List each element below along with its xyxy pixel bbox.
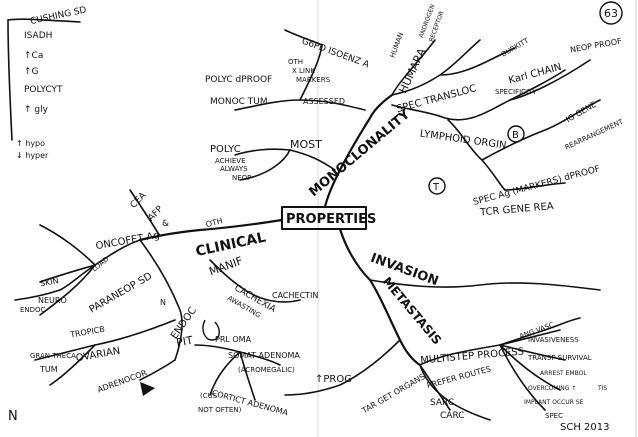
triangle-marker-icon [140,382,155,396]
monoc-tum-label: MONOC TUM [210,97,268,107]
skin-label: SKIN [39,276,59,288]
t-cell-circle [428,177,446,195]
polyc-note-2: ALWAYS [220,165,248,173]
assessed-label: ASSESSED [303,97,345,106]
human-label: HUMAN [389,31,406,59]
implantation-label: IMPLANT OCCUR SE [524,399,584,406]
oth-x-link-3: MARKERS [296,76,331,84]
arrest-embol-label: ARREST EMBOL [540,370,587,377]
signature: SCH 2013 [560,422,609,433]
endoc-small-label: ENDOC [20,306,46,314]
paraneop-sd-label: PARANEOP SD [88,271,155,316]
overcoming-label: OVERCOMING ↑ [528,385,576,392]
drop-marker-icon [202,319,220,341]
lymphoid-orgin-label: LYMPHOID ORGIN [419,129,507,152]
gran-theca-label: GRAN THECA [30,352,76,360]
most-label: MOST [290,138,322,151]
t-prog-label: ↑PROG [315,374,352,385]
page-number-circle [599,1,623,25]
acromegalic-label: (ACROMEGALIC) [238,366,295,374]
karl-chain-label: Karl CHAIN [507,62,562,87]
polyc-label: POLYC [210,144,241,155]
margin-item-1: ISADH [24,31,52,41]
cachectin-label: CACHECTIN [272,291,318,300]
oth-label: OTH [205,216,224,229]
margin-item-0: CUSHING SD [29,5,87,27]
tis-label: TIS [597,385,607,392]
polyc-dproof-label: POLYC dPROOF [205,75,272,85]
load-label: LOAD [91,255,111,273]
margin-item-6: ↑ hypo [16,139,45,148]
margin-item-3: ↑G [24,67,39,77]
invasiveness-label: INVASIVENESS [528,336,579,344]
oth-x-link-2: X LINK [292,67,315,75]
neuro-label: NEURO [38,296,67,305]
endoc-n-label: N [160,298,166,307]
prefer-label: PREFER ROUTES [426,364,492,390]
humara-label: HUMARA [396,46,428,95]
t-cell-label: T [432,182,440,193]
corner-mark: N [8,409,18,424]
tum-label: TUM [39,365,58,374]
organs-label: TAR GET ORGANS [360,372,427,416]
somat-adenoma-label: SOMAT ADENOMA [228,351,300,360]
margin-item-2: ↑Ca [24,51,43,61]
monoclonality-node: MONOCLONALITY [306,107,413,200]
b-cell-circle [507,125,525,143]
center-node: PROPERTIES [286,212,376,227]
burkitt-label: BURKITT [500,36,530,58]
sarc-label: SARC [430,398,454,408]
polyc-note-1: ACHIEVE [215,157,246,165]
specificity-label: SPECIFICITY [495,88,537,96]
carc-label: CARC [440,411,465,421]
margin-item-5: ↑ gly [24,105,49,115]
polyc-note-3: NEOP [232,174,251,182]
cushing-note-1: (CUS [200,392,218,400]
margin-item-4: POLYCYT [24,85,63,95]
g6pd-label: G6PD ISOENZ A [300,37,371,71]
neop-proof-label: NEOP PROOF [569,37,622,55]
prl-oma-label: PRL OMA [215,335,252,344]
cushing-note-2: NOT OFTEN) [198,406,242,414]
page-number: 63 [604,7,618,20]
branch-lines [7,18,601,421]
and-label: & [162,219,169,229]
clinical-node: CLINICAL [194,230,267,261]
b-cell-label: B [512,130,519,141]
invasion-node: INVASION [368,251,440,289]
adrenocor-label: ADRENOCOR [96,368,148,394]
oth-x-link-1: OTH [288,58,303,66]
transpsurvival-label: TRANSP SURVIVAL [527,354,592,362]
rearrangement-label: REARRANGEMENT [564,117,625,151]
tropicb-label: TROPICB [69,325,106,340]
pit-label: PIT [175,334,194,350]
spec-label: SPEC [545,412,563,420]
margin-item-7: ↓ hyper [16,151,49,160]
ig-gene-label: IG GENE [564,100,597,124]
oncofet-ag-label: ONCOFET Ag [95,230,161,252]
